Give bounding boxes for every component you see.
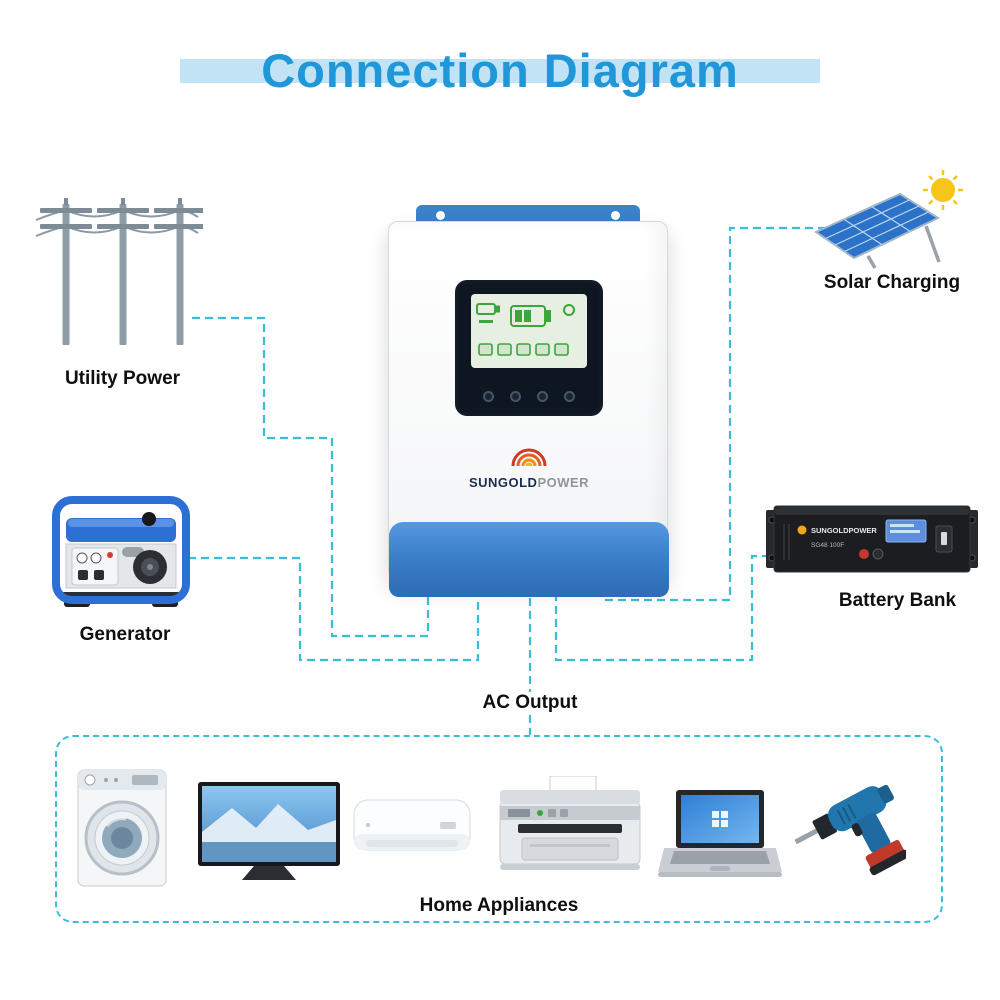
utility-poles-icon xyxy=(35,198,206,345)
inverter-display xyxy=(455,280,603,416)
home-appliances-label: Home Appliances xyxy=(419,895,579,916)
page-title: Connection Diagram xyxy=(261,44,739,97)
washing-machine xyxy=(74,760,170,895)
solar-charging-label: Solar Charging xyxy=(812,272,972,294)
mount-hole-icon xyxy=(436,211,445,220)
generator-node xyxy=(50,492,192,614)
brand-primary: SUNGOLD xyxy=(468,475,538,490)
inverter-logo: SUNGOLDPOWER xyxy=(389,444,669,490)
battery-bank-icon: SUNGOLDPOWER SG48 100F xyxy=(766,505,978,573)
inverter-bottom-panel xyxy=(389,522,669,597)
generator-label: Generator xyxy=(55,624,195,646)
air-conditioner xyxy=(352,792,472,871)
solar-panel-icon xyxy=(813,170,963,269)
battery-bank-label: Battery Bank xyxy=(815,590,980,612)
touch-button xyxy=(483,391,494,402)
touch-button xyxy=(564,391,575,402)
printer xyxy=(492,775,648,889)
lcd-graphics-icon xyxy=(476,303,575,356)
touch-button xyxy=(510,391,521,402)
laptop xyxy=(658,790,782,887)
tv xyxy=(198,782,340,889)
touch-button xyxy=(537,391,548,402)
title-row: Connection Diagram xyxy=(0,40,1000,102)
drill-icon xyxy=(794,784,909,876)
title-accent-bar xyxy=(180,59,820,83)
generator-icon xyxy=(52,496,190,607)
solar-charging-node xyxy=(812,166,967,274)
mount-hole-icon xyxy=(611,211,620,220)
ac-output-label: AC Output xyxy=(460,692,600,714)
inverter-device: SUNGOLDPOWER xyxy=(388,205,669,597)
inverter-touch-buttons xyxy=(455,391,603,402)
battery-bank-node: SUNGOLDPOWER SG48 100F xyxy=(766,500,978,582)
printer-icon xyxy=(499,775,641,870)
brand-secondary: POWER xyxy=(537,475,590,490)
inverter-brand: SUNGOLDPOWER xyxy=(389,475,669,490)
sun-icon xyxy=(923,170,963,210)
battery-model-text: SG48 100F xyxy=(811,542,844,549)
home-appliances-box: Home Appliances xyxy=(55,735,943,923)
utility-power-node xyxy=(28,190,206,350)
laptop-icon xyxy=(658,790,782,877)
inverter-lcd xyxy=(471,294,587,368)
air-conditioner-icon xyxy=(353,799,471,851)
inverter-body: SUNGOLDPOWER xyxy=(388,221,669,597)
utility-power-label: Utility Power xyxy=(40,368,205,390)
sun-logo-icon xyxy=(511,448,547,467)
washing-machine-icon xyxy=(77,769,167,887)
drill xyxy=(794,764,909,889)
tv-icon xyxy=(198,782,340,880)
battery-brand-text: SUNGOLDPOWER xyxy=(811,526,877,535)
